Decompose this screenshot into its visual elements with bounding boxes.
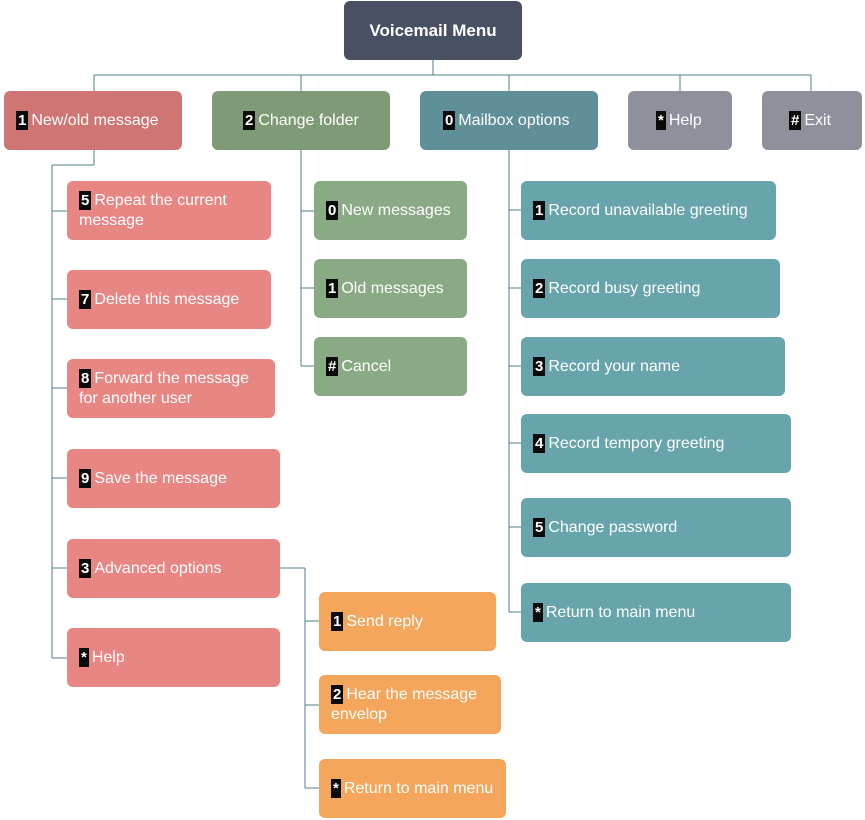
node-label: Record busy greeting — [548, 279, 701, 297]
node-label: Record your name — [548, 357, 680, 375]
node-label: Record tempory greeting — [548, 434, 725, 452]
node-label: Change folder — [258, 111, 359, 129]
key-badge: 3 — [79, 559, 92, 578]
node-label: Record unavailable greeting — [548, 201, 748, 219]
node-label: New messages — [341, 201, 451, 219]
key-badge: * — [331, 779, 341, 798]
node-label: Help — [668, 111, 702, 129]
node-label: Help — [91, 648, 125, 666]
root-title: Voicemail Menu — [369, 20, 497, 40]
key-badge: 9 — [79, 469, 92, 488]
key-badge: 4 — [533, 434, 546, 453]
key-badge: * — [533, 603, 543, 622]
node-help: *Help — [628, 91, 732, 150]
node-label: Old messages — [341, 279, 444, 297]
node-label: Return to main menu — [343, 779, 494, 797]
node-label: Save the message — [94, 469, 227, 487]
key-badge: 2 — [243, 111, 256, 130]
key-badge: 1 — [533, 201, 546, 220]
key-badge: # — [789, 111, 802, 130]
key-badge: 1 — [326, 279, 339, 298]
node-label: Hear the message envelop — [331, 685, 478, 723]
node-label: Forward the message for another user — [79, 369, 250, 407]
key-badge: 2 — [533, 279, 546, 298]
node-label: Delete this message — [94, 290, 240, 308]
node-label: Cancel — [341, 357, 392, 375]
item-help: *Help — [67, 628, 280, 687]
item-mailbox-return-to-main-menu: *Return to main menu — [521, 583, 791, 642]
node-label: Repeat the current message — [79, 191, 227, 229]
key-badge: 2 — [331, 684, 344, 704]
node-label: Exit — [804, 111, 832, 129]
key-badge: 1 — [16, 111, 29, 130]
key-badge: 5 — [533, 518, 546, 537]
node-label: Return to main menu — [545, 603, 696, 621]
node-exit: #Exit — [762, 91, 862, 150]
node-label: New/old message — [31, 111, 159, 129]
key-badge: 7 — [79, 290, 92, 309]
node-label: Send reply — [346, 612, 423, 630]
key-badge: # — [326, 357, 339, 376]
node-label: Advanced options — [94, 559, 222, 577]
item-return-to-main-menu: *Return to main menu — [319, 759, 506, 818]
key-badge: 8 — [79, 368, 92, 388]
key-badge: * — [656, 111, 666, 130]
node-label: Change password — [548, 518, 678, 536]
key-badge: 3 — [533, 357, 546, 376]
key-badge: 1 — [331, 612, 344, 631]
item-cancel: #Cancel — [314, 337, 467, 396]
key-badge: 0 — [326, 201, 339, 220]
key-badge: * — [79, 648, 89, 667]
root-node-voicemail-menu: Voicemail Menu — [344, 1, 522, 60]
key-badge: 5 — [79, 190, 92, 210]
key-badge: 0 — [443, 111, 456, 130]
node-label: Mailbox options — [458, 111, 570, 129]
